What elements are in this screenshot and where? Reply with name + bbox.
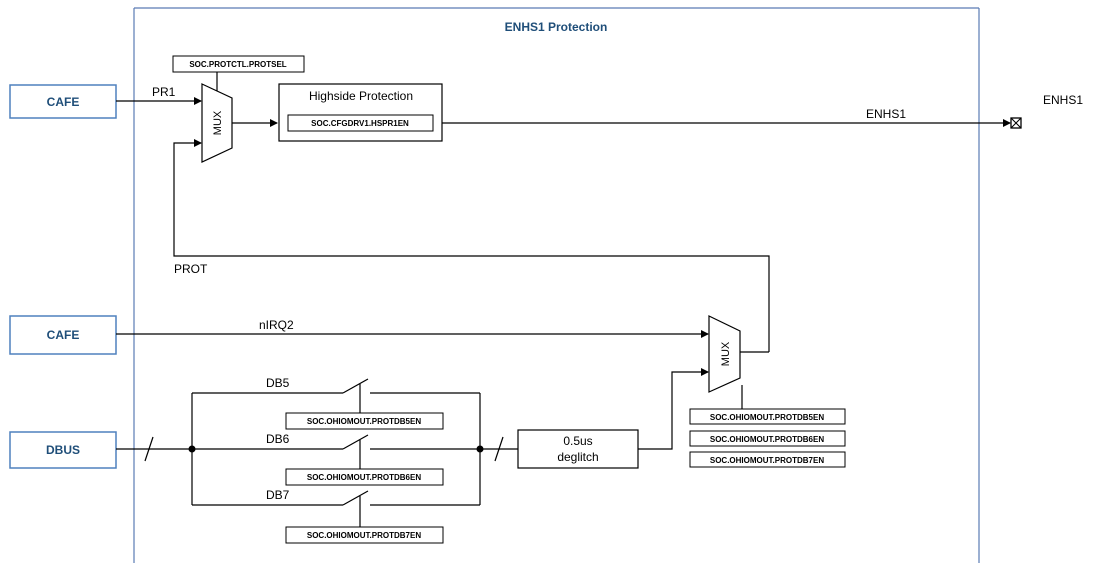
register-db6en-label: SOC.OHIOMOUT.PROTDB6EN [307, 473, 421, 482]
switch-db5 [192, 378, 480, 413]
db5-label: DB5 [266, 376, 290, 390]
protection-frame [133, 7, 980, 563]
register-db5en: SOC.OHIOMOUT.PROTDB5EN [285, 412, 444, 430]
enhs1-line-label: ENHS1 [866, 107, 906, 121]
register-mux-db7en-label: SOC.OHIOMOUT.PROTDB7EN [710, 456, 824, 465]
register-mux-db6en-label: SOC.OHIOMOUT.PROTDB6EN [710, 435, 824, 444]
db6-label: DB6 [266, 432, 290, 446]
highside-protection-block: Highside Protection SOC.CFGDRV1.HSPR1EN [278, 83, 443, 142]
deglitch-line1: 0.5us [563, 434, 592, 448]
register-db7en-label: SOC.OHIOMOUT.PROTDB7EN [307, 531, 421, 540]
register-db6en: SOC.OHIOMOUT.PROTDB6EN [285, 468, 444, 486]
prot-feedback-wire [173, 139, 770, 352]
deglitch-block: 0.5us deglitch [517, 429, 639, 469]
enhs1-output-label: ENHS1 [1043, 93, 1083, 107]
input-dbus: DBUS [9, 431, 117, 469]
register-db7en: SOC.OHIOMOUT.PROTDB7EN [285, 526, 444, 544]
input-cafe-mid-label: CAFE [47, 328, 80, 342]
switch-db6 [192, 434, 480, 469]
register-hspr1en-label: SOC.CFGDRV1.HSPR1EN [311, 119, 409, 128]
register-mux-db5en-label: SOC.OHIOMOUT.PROTDB5EN [710, 413, 824, 422]
register-protsel: SOC.PROTCTL.PROTSEL [172, 55, 305, 73]
prot-label: PROT [174, 262, 208, 276]
register-db5en-label: SOC.OHIOMOUT.PROTDB5EN [307, 417, 421, 426]
mux-bottom-registers: SOC.OHIOMOUT.PROTDB5EN SOC.OHIOMOUT.PROT… [689, 408, 846, 468]
input-cafe-mid: CAFE [9, 315, 117, 355]
switch-db7 [192, 490, 480, 527]
output-port-icon [1010, 117, 1022, 129]
db7-label: DB7 [266, 488, 290, 502]
mux-bottom: MUX [708, 315, 741, 393]
input-cafe-top-label: CAFE [47, 95, 80, 109]
mux-top: MUX [201, 83, 233, 163]
pr1-label: PR1 [152, 85, 176, 99]
deglitch-bus-slash [494, 436, 504, 462]
input-dbus-label: DBUS [46, 443, 80, 457]
highside-title: Highside Protection [309, 89, 413, 103]
deglitch-to-mux-wire [638, 368, 709, 450]
mux-bottom-label: MUX [720, 341, 732, 366]
nirq2-label: nIRQ2 [259, 318, 294, 332]
deglitch-line2: deglitch [557, 450, 598, 464]
diagram-title: ENHS1 Protection [505, 20, 608, 34]
dbus-bus-slash [144, 436, 154, 462]
mux-top-label: MUX [212, 110, 224, 135]
register-protsel-label: SOC.PROTCTL.PROTSEL [189, 60, 286, 69]
input-cafe-top: CAFE [9, 84, 117, 119]
